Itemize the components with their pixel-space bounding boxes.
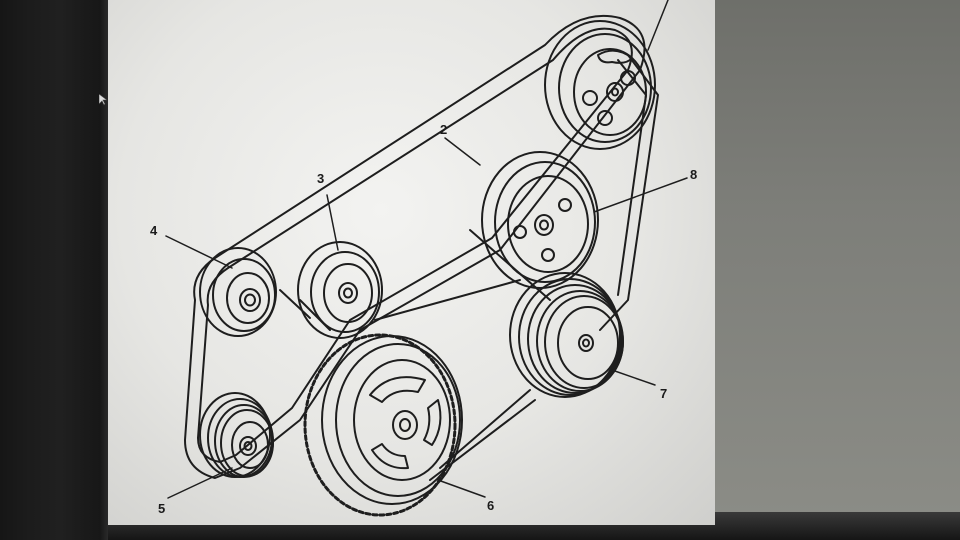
callout-5: 5 bbox=[158, 501, 165, 516]
callout-4: 4 bbox=[150, 223, 158, 238]
pulley-7 bbox=[509, 272, 624, 398]
callout-3: 3 bbox=[317, 171, 324, 186]
callout-8: 8 bbox=[690, 167, 697, 182]
leader-lines bbox=[165, 0, 688, 499]
pulley-top bbox=[544, 20, 656, 150]
pulley-4 bbox=[199, 247, 277, 337]
pulley-5 bbox=[199, 392, 274, 478]
mouse-cursor-icon bbox=[99, 94, 107, 106]
callout-2: 2 bbox=[440, 122, 447, 137]
pulley-6-crankshaft bbox=[303, 333, 463, 517]
pulley-8 bbox=[481, 151, 599, 289]
callout-labels: 2 3 4 5 6 7 8 bbox=[150, 122, 697, 516]
callout-6: 6 bbox=[487, 498, 494, 513]
pulley-3 bbox=[297, 241, 383, 339]
callout-7: 7 bbox=[660, 386, 667, 401]
drive-belt bbox=[184, 14, 659, 481]
monitor-bezel-right bbox=[715, 0, 960, 520]
